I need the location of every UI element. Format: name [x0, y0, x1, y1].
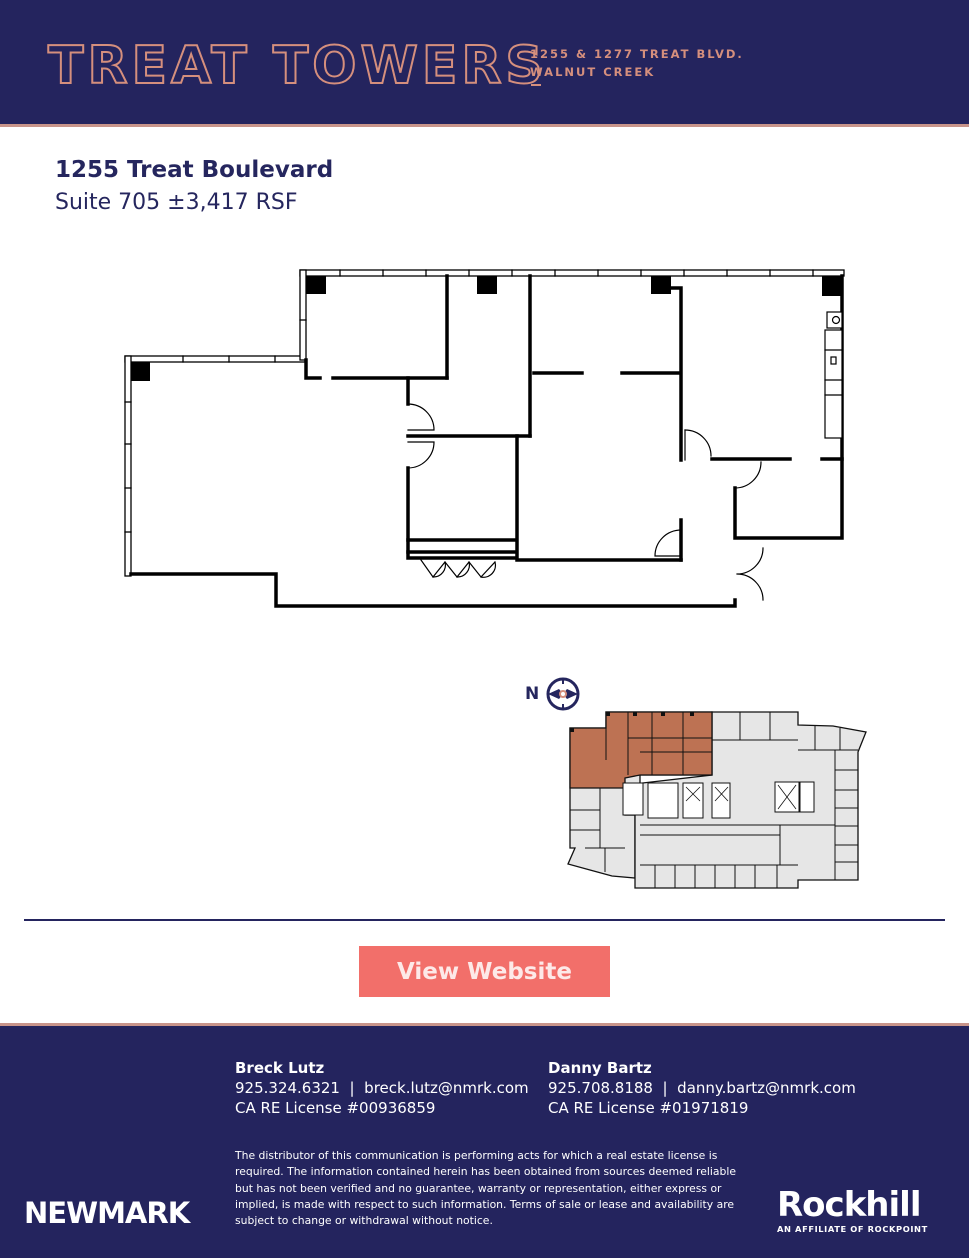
- contact-phone[interactable]: 925.708.8188: [548, 1079, 653, 1097]
- contact-name: Breck Lutz: [235, 1059, 325, 1077]
- suite-info: Suite 705 ±3,417 RSF: [55, 190, 298, 215]
- compass-north-label: N: [525, 684, 540, 704]
- building-name: 1255 Treat Boulevard: [55, 157, 334, 183]
- section-divider: [24, 919, 945, 921]
- contact-phone[interactable]: 925.324.6321: [235, 1079, 340, 1097]
- brand-address: 1255 & 1277 TREAT BLVD. WALNUT CREEK: [530, 45, 744, 81]
- address-line-2: WALNUT CREEK: [530, 65, 656, 79]
- rockhill-logo-tagline: AN AFFILIATE OF ROCKPOINT: [777, 1224, 928, 1234]
- rockhill-logo: Rockhill AN AFFILIATE OF ROCKPOINT: [777, 1186, 928, 1234]
- contact-separator: |: [349, 1079, 355, 1097]
- contact-details: 925.324.6321 | breck.lutz@nmrk.com: [235, 1078, 529, 1098]
- contact-email[interactable]: breck.lutz@nmrk.com: [364, 1079, 529, 1097]
- contact-license: CA RE License #01971819: [548, 1099, 749, 1117]
- north-compass: N: [525, 676, 581, 712]
- address-line-1: 1255 & 1277 TREAT BLVD.: [530, 47, 744, 61]
- contact-name: Danny Bartz: [548, 1059, 652, 1077]
- view-website-button[interactable]: View Website: [359, 946, 610, 997]
- legal-disclaimer: The distributor of this communication is…: [235, 1149, 736, 1228]
- contact-card: Danny Bartz 925.708.8188 | danny.bartz@n…: [548, 1058, 856, 1118]
- contact-details: 925.708.8188 | danny.bartz@nmrk.com: [548, 1078, 856, 1098]
- contact-separator: |: [662, 1079, 668, 1097]
- footer: Breck Lutz 925.324.6321 | breck.lutz@nmr…: [0, 1023, 969, 1258]
- contact-license: CA RE License #00936859: [235, 1099, 436, 1117]
- contact-card: Breck Lutz 925.324.6321 | breck.lutz@nmr…: [235, 1058, 529, 1118]
- newmark-logo: NEWMARK: [24, 1196, 190, 1230]
- brand-dash: [531, 84, 541, 86]
- rockhill-logo-name: Rockhill: [777, 1185, 921, 1225]
- contact-email[interactable]: danny.bartz@nmrk.com: [677, 1079, 856, 1097]
- listing-title-block: 1255 Treat Boulevard Suite 705 ±3,417 RS…: [55, 154, 333, 220]
- building-key-plan: [567, 711, 867, 889]
- brand-title: TREAT TOWERS: [47, 35, 547, 97]
- header-banner: TREAT TOWERS 1255 & 1277 TREAT BLVD. WAL…: [0, 0, 969, 127]
- suite-floor-plan: [124, 269, 845, 608]
- compass-icon: [546, 677, 580, 711]
